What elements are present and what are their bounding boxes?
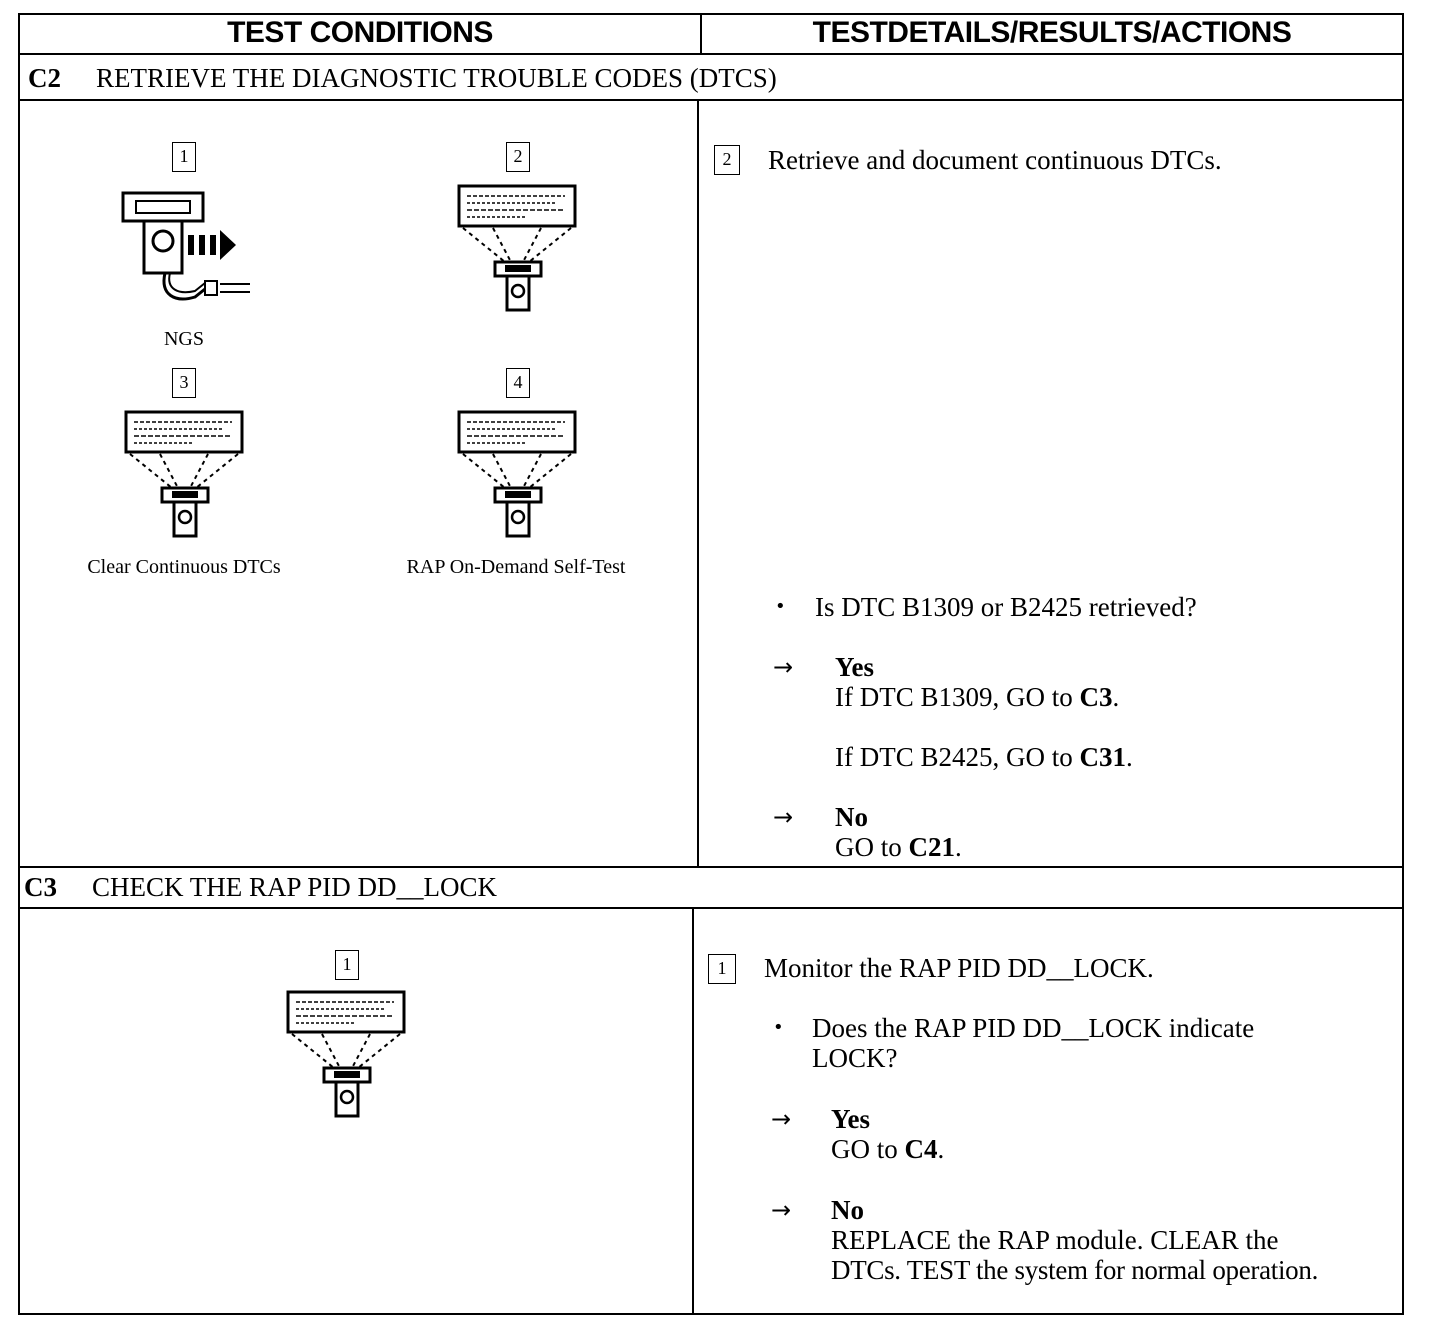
- c2-yes-line-2-suffix: .: [1126, 742, 1133, 772]
- c3-divider: [692, 907, 694, 1315]
- c2-question-bullet: •: [775, 596, 786, 617]
- c3-no-arrow: →: [771, 1196, 792, 1224]
- c2-illus-step-1: 1: [172, 142, 196, 172]
- c2-step-text: Retrieve and document continuous DTCs.: [768, 145, 1222, 175]
- c3-question-line-1: Does the RAP PID DD__LOCK indicate: [812, 1013, 1255, 1043]
- c2-yes-label: Yes: [835, 652, 874, 682]
- c3-yes-prefix: GO to: [831, 1134, 905, 1164]
- c2-yes-line-1-suffix: .: [1112, 682, 1120, 712]
- c2-illus-step-4: 4: [506, 368, 530, 398]
- c2-illus-caption-self-test: RAP On-Demand Self-Test: [406, 556, 626, 578]
- c2-no-target: C21: [908, 832, 956, 862]
- c3-question-bullet: •: [773, 1017, 784, 1038]
- scan-tool-display-icon: [457, 410, 577, 538]
- c2-illus-step-3: 3: [172, 368, 196, 398]
- c2-yes-line-2-prefix: If DTC B2425, GO to: [835, 742, 1080, 772]
- c2-yes-line-2: If DTC B2425, GO to C31.: [835, 742, 1133, 772]
- scan-tool-display-icon: [124, 410, 244, 538]
- c2-title: RETRIEVE THE DIAGNOSTIC TROUBLE CODES (D…: [96, 63, 777, 93]
- c3-no-label: No: [831, 1195, 864, 1225]
- c2-divider: [697, 99, 699, 867]
- c2-step-number: 2: [714, 145, 740, 175]
- c2-no-prefix: GO to: [835, 832, 909, 862]
- scan-tool-display-icon: [457, 184, 577, 312]
- header-rule: [18, 53, 1404, 55]
- c2-illus-caption-clear: Clear Continuous DTCs: [87, 556, 281, 578]
- c2-title-rule: [18, 99, 1404, 101]
- c3-illus-step-1: 1: [335, 950, 359, 980]
- c3-step-text: Monitor the RAP PID DD__LOCK.: [764, 953, 1154, 983]
- c3-yes-suffix: .: [937, 1134, 945, 1164]
- c3-yes-line: GO to C4.: [831, 1134, 944, 1164]
- c3-code: C3: [24, 872, 57, 902]
- c3-title-rule: [18, 907, 1404, 909]
- c2-no-arrow: →: [773, 803, 794, 831]
- scan-tool-display-icon: [286, 990, 406, 1118]
- c2-yes-line-1: If DTC B1309, GO to C3.: [835, 682, 1119, 712]
- c2-bottom-rule: [18, 866, 1404, 868]
- c3-no-line-1: REPLACE the RAP module. CLEAR the: [831, 1225, 1279, 1255]
- c2-yes-line-2-target: C31: [1079, 742, 1127, 772]
- c2-no-line: GO to C21.: [835, 832, 962, 862]
- c2-yes-line-1-prefix: If DTC B1309, GO to: [835, 682, 1080, 712]
- c3-yes-target: C4: [904, 1134, 938, 1164]
- c2-illus-caption-ngs: NGS: [163, 328, 204, 350]
- table-frame: [18, 13, 1404, 1315]
- c2-no-label: No: [835, 802, 868, 832]
- header-divider: [700, 13, 702, 54]
- c3-question-line-2: LOCK?: [812, 1043, 898, 1073]
- scan-tool-icon: [121, 191, 250, 301]
- c3-title: CHECK THE RAP PID DD__LOCK: [92, 872, 498, 902]
- c3-step-number: 1: [708, 954, 736, 984]
- c2-illus-step-2: 2: [506, 142, 530, 172]
- c2-yes-line-1-target: C3: [1079, 682, 1113, 712]
- header-test-conditions: TEST CONDITIONS: [227, 16, 493, 49]
- header-test-details: TESTDETAILS/RESULTS/ACTIONS: [812, 16, 1292, 49]
- c3-yes-label: Yes: [831, 1104, 870, 1134]
- c2-yes-arrow: →: [773, 653, 794, 681]
- c2-question: Is DTC B1309 or B2425 retrieved?: [815, 592, 1197, 622]
- c3-no-line-2: DTCs. TEST the system for normal operati…: [831, 1255, 1319, 1285]
- c2-code: C2: [28, 63, 61, 93]
- c3-section-title: C3 CHECK THE RAP PID DD__LOCK: [24, 871, 497, 903]
- c3-yes-arrow: →: [771, 1105, 792, 1133]
- c2-section-title: C2 RETRIEVE THE DIAGNOSTIC TROUBLE CODES …: [28, 62, 777, 94]
- c2-no-suffix: .: [955, 832, 962, 862]
